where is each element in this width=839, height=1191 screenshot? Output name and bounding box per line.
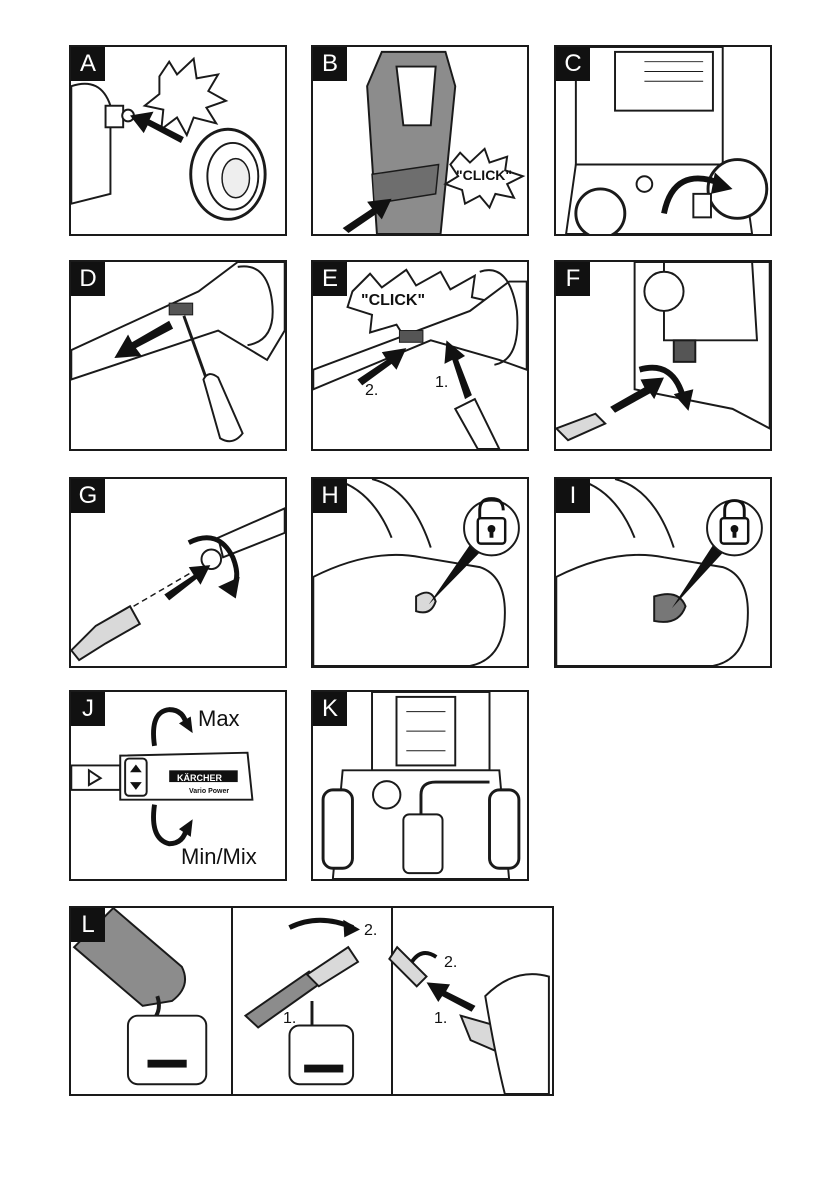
rotate-arrow-icon [154, 710, 187, 746]
panel-k-label: K [313, 692, 347, 726]
panel-h-label: H [313, 479, 347, 513]
max-label: Max [198, 706, 240, 732]
step-2-label: 2. [365, 382, 378, 400]
panel-e-label: E [313, 262, 347, 296]
panel-f-label: F [556, 262, 590, 296]
panel-i: I [554, 477, 772, 668]
panel-f: F [554, 260, 772, 451]
click-label: "CLICK" [456, 167, 512, 183]
panel-d: D [69, 260, 287, 451]
brand-label: KÄRCHER [177, 773, 222, 783]
panel-h: H [311, 477, 529, 668]
panel-e: E "CLICK" 2. 1. [311, 260, 529, 451]
panel-g-label: G [71, 479, 105, 513]
panel-j: J KÄRCHER Vario Power Max Min/Mix [69, 690, 287, 881]
step-1-label: 1. [435, 374, 448, 392]
panel-c: C [554, 45, 772, 236]
arrow-icon [427, 982, 476, 1011]
panel-i-label: I [556, 479, 590, 513]
step-2-label-l2: 2. [364, 922, 377, 940]
step-1-label-l2: 1. [283, 1010, 296, 1028]
step-2-label-l3: 2. [444, 954, 457, 972]
step-1-label-l3: 1. [434, 1010, 447, 1028]
arrow-icon [164, 565, 210, 600]
rotate-arrow-icon [154, 805, 187, 844]
panel-b: B "CLICK" [311, 45, 529, 236]
panel-d-label: D [71, 262, 105, 296]
panel-g: G [69, 477, 287, 668]
panel-a: A [69, 45, 287, 236]
panel-c-label: C [556, 47, 590, 81]
rotate-arrow-icon [412, 953, 436, 962]
panel-l-label: L [71, 908, 105, 942]
panel-l-illustration [71, 908, 552, 1094]
panel-a-label: A [71, 47, 105, 81]
vario-power-label: Vario Power [189, 788, 229, 795]
panel-b-label: B [313, 47, 347, 81]
click-label: "CLICK" [361, 292, 425, 310]
panel-k: K [311, 690, 529, 881]
min-mix-label: Min/Mix [181, 844, 257, 870]
panel-l: L 2. 1. 2. 1. [69, 906, 554, 1096]
panel-j-label: J [71, 692, 105, 726]
